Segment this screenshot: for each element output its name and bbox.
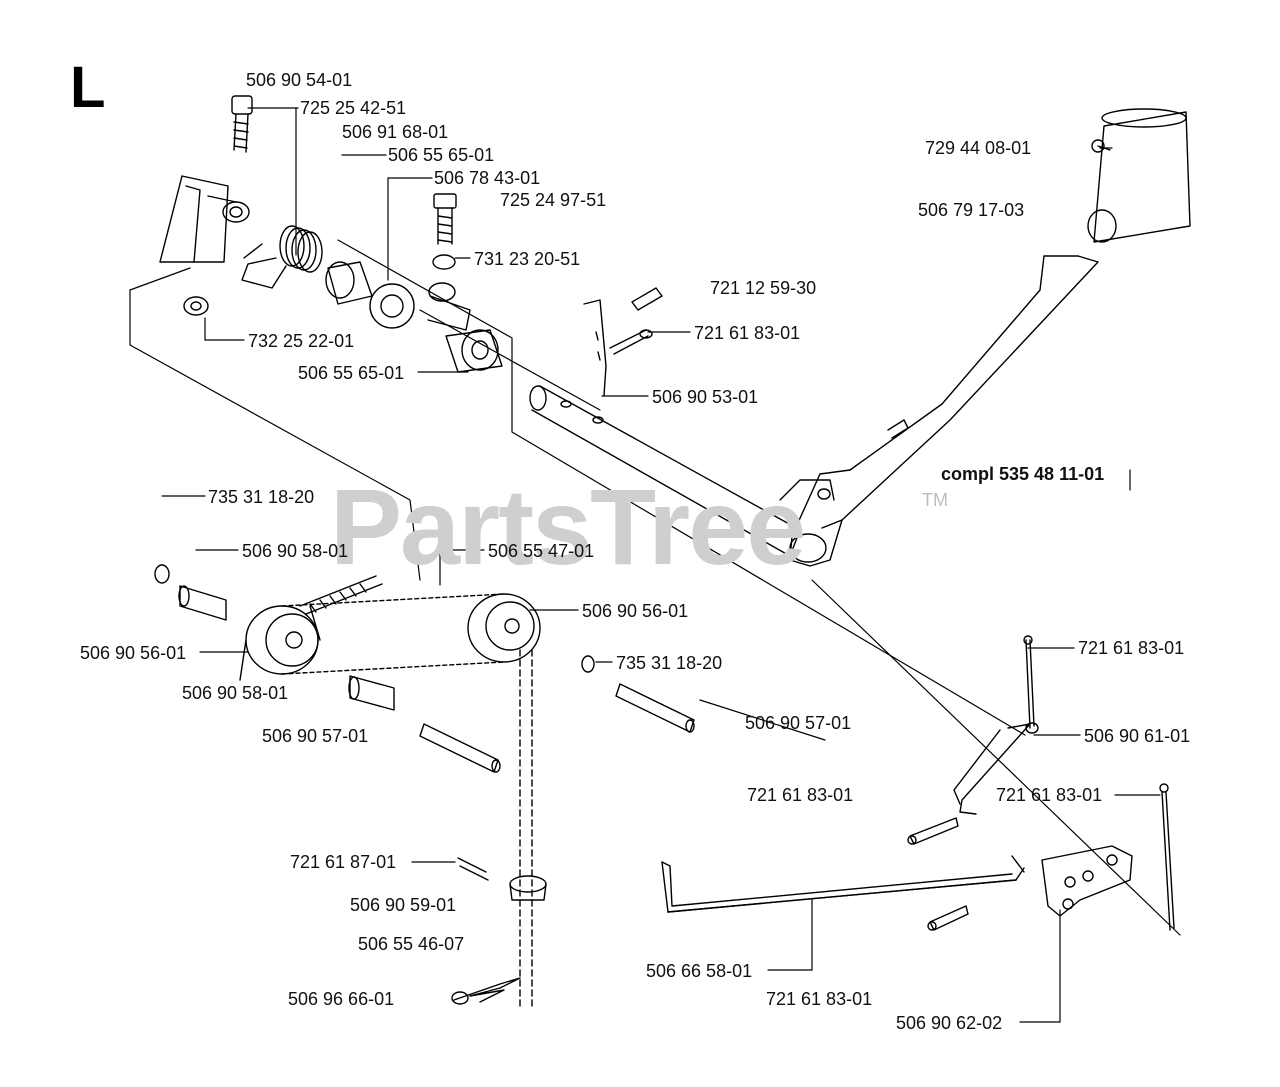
collar-part [457, 857, 547, 901]
part-label[interactable]: 506 90 58-01 [242, 541, 349, 561]
part-label[interactable]: 506 90 57-01 [745, 713, 852, 733]
part-label[interactable]: 506 90 58-01 [182, 683, 289, 703]
part-label[interactable]: 506 91 68-01 [342, 122, 449, 142]
bushing-parts [325, 261, 503, 373]
part-label[interactable]: 506 55 65-01 [298, 363, 405, 383]
part-label[interactable]: 506 66 58-01 [646, 961, 753, 981]
partstree-watermark: PartsTree [330, 466, 806, 587]
spacer-parts [154, 564, 501, 773]
pulley-left [239, 605, 321, 681]
part-label[interactable]: 506 90 62-02 [896, 1013, 1003, 1033]
bracket-part [159, 175, 250, 263]
part-label[interactable]: 729 44 08-01 [925, 138, 1032, 158]
bolt-part [231, 95, 253, 153]
part-label[interactable]: 725 25 42-51 [300, 98, 407, 118]
assembly-lines [129, 239, 1181, 936]
cross-shaft [529, 385, 801, 557]
part-label[interactable]: 721 12 59-30 [710, 278, 817, 298]
part-label[interactable]: 506 90 54-01 [246, 70, 353, 90]
mounting-plate [1041, 845, 1133, 917]
part-label[interactable]: 506 90 61-01 [1084, 726, 1191, 746]
part-label[interactable]: 506 90 53-01 [652, 387, 759, 407]
part-label[interactable]: 721 61 83-01 [766, 989, 873, 1009]
part-label[interactable]: 735 31 18-20 [616, 653, 723, 673]
pulley-right [467, 593, 541, 663]
part-label[interactable]: 721 61 87-01 [290, 852, 397, 872]
part-label[interactable]: 506 79 17-03 [918, 200, 1025, 220]
part-label[interactable]: 506 90 56-01 [582, 601, 689, 621]
part-label[interactable]: 506 55 65-01 [388, 145, 495, 165]
nut-part [183, 296, 209, 316]
part-label[interactable]: 731 23 20-51 [474, 249, 581, 269]
part-label[interactable]: 506 96 66-01 [288, 989, 395, 1009]
tension-spring [299, 575, 383, 615]
part-label[interactable]: 506 78 43-01 [434, 168, 541, 188]
part-label[interactable]: 506 90 56-01 [80, 643, 187, 663]
pin-small-parts [907, 783, 1175, 931]
pin-parts [583, 287, 663, 397]
torsion-spring [241, 225, 323, 289]
part-label[interactable]: 732 25 22-01 [248, 331, 355, 351]
part-label[interactable]: 721 61 83-01 [694, 323, 801, 343]
assembly-label: compl 535 48 11-01 [941, 464, 1105, 484]
part-label[interactable]: 721 61 83-01 [996, 785, 1103, 805]
section-letter: L [70, 55, 106, 120]
linkage-rod [953, 635, 1039, 815]
part-label[interactable]: 721 61 83-01 [1078, 638, 1185, 658]
pin-right-parts [581, 655, 695, 733]
part-label[interactable]: 721 61 83-01 [747, 785, 854, 805]
control-rod [661, 855, 1025, 913]
part-label[interactable]: 735 31 18-20 [208, 487, 315, 507]
part-label[interactable]: 725 24 97-51 [500, 190, 607, 210]
vertical-shaft [519, 649, 533, 1011]
part-label[interactable]: 506 55 46-07 [358, 934, 465, 954]
part-label[interactable]: 506 90 59-01 [350, 895, 457, 915]
v-belt [281, 593, 505, 675]
hairpin-clip [451, 977, 521, 1005]
part-label[interactable]: 506 55 47-01 [488, 541, 595, 561]
part-label[interactable]: 506 90 57-01 [262, 726, 369, 746]
handle-grip [1087, 108, 1191, 243]
lever-arm [779, 255, 1099, 567]
trademark-mark: TM [922, 490, 948, 510]
hex-bolt [427, 193, 471, 331]
